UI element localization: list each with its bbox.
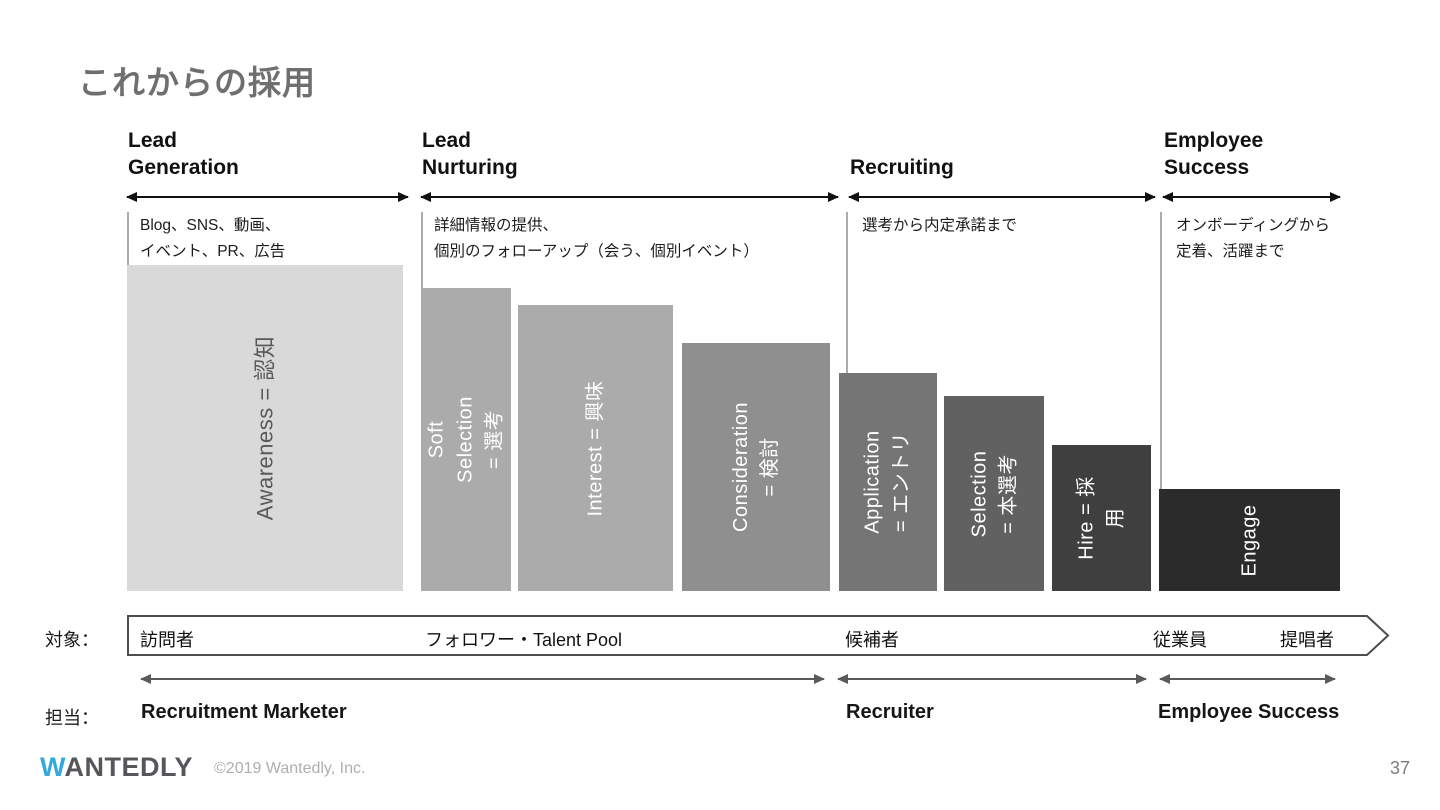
- target-item-visitor: 訪問者: [140, 630, 194, 650]
- wantedly-logo-w: W: [40, 752, 65, 782]
- funnel-bar-8: Engage: [1159, 489, 1340, 591]
- funnel-bar-1: Awareness = 認知: [127, 265, 403, 591]
- phase-lead-generation: Lead Generation Blog、SNS、動画、 イベント、PR、広告: [126, 120, 409, 285]
- owner-range-arrow: [1159, 674, 1336, 684]
- copyright: ©2019 Wantedly, Inc.: [214, 760, 366, 777]
- phase-description: 選考から内定承諾まで: [862, 217, 1018, 234]
- phase-title-lead-generation: Lead Generation: [128, 128, 239, 180]
- funnel-bar-4: Consideration = 検討: [682, 343, 830, 591]
- target-row-label: 対象：: [45, 630, 99, 650]
- phase-range-arrow: [126, 192, 409, 202]
- funnel-bar-label: Soft Selection = 選考: [425, 396, 506, 483]
- funnel-bar-label: Hire = 採用: [1075, 476, 1127, 560]
- funnel-bar-label: Application = エントリ: [862, 430, 913, 534]
- funnel-bar-label: Selection = 本選考: [968, 450, 1019, 537]
- funnel-bar-label: Engage: [1238, 504, 1260, 576]
- owner-recruitment-marketer: Recruitment Marketer: [141, 701, 347, 723]
- funnel-bar-2: Soft Selection = 選考: [421, 288, 511, 591]
- funnel-bar-label: Awareness = 認知: [252, 335, 278, 521]
- phase-title-recruiting: Recruiting: [850, 156, 954, 180]
- owner-row-label: 担当：: [45, 708, 99, 728]
- wantedly-logo: WANTEDLY: [40, 752, 193, 783]
- phase-description: オンボーディングから 定着、活躍まで: [1176, 217, 1330, 261]
- target-item-advocate: 提唱者: [1280, 630, 1334, 650]
- target-band-arrow-shape: [127, 615, 1390, 656]
- wantedly-logo-rest: ANTEDLY: [64, 752, 194, 782]
- section-divider: [1160, 212, 1162, 591]
- phase-description: Blog、SNS、動画、 イベント、PR、広告: [140, 217, 286, 261]
- target-item-follower: フォロワー・Talent Pool: [425, 630, 623, 650]
- phase-range-arrow: [848, 192, 1156, 202]
- funnel-bar-3: Interest = 興味: [518, 305, 673, 591]
- phase-lead-nurturing: Lead Nurturing 詳細情報の提供、 個別のフォローアップ（会う、個別…: [420, 120, 839, 285]
- page-title: これからの採用: [78, 64, 316, 101]
- owner-employee-success: Employee Success: [1158, 701, 1340, 723]
- page-number: 37: [1389, 758, 1410, 778]
- phase-title-lead-nurturing: Lead Nurturing: [422, 128, 518, 180]
- phase-range-arrow: [1162, 192, 1341, 202]
- phase-range-arrow: [420, 192, 839, 202]
- owner-range-arrow: [837, 674, 1147, 684]
- target-band: 訪問者 フォロワー・Talent Pool 候補者 従業員 提唱者: [127, 615, 1390, 656]
- phase-recruiting: Recruiting 選考から内定承諾まで: [848, 120, 1156, 285]
- owner-range-arrow: [140, 674, 825, 684]
- funnel-bar-5: Application = エントリ: [839, 373, 937, 591]
- funnel-bar-label: Interest = 興味: [584, 380, 606, 516]
- target-item-candidate: 候補者: [845, 630, 899, 650]
- phase-title-employee-success: Employee Success: [1164, 128, 1264, 180]
- owner-recruiter: Recruiter: [846, 701, 934, 723]
- funnel-bar-6: Selection = 本選考: [944, 396, 1044, 591]
- funnel-bar-label: Consideration = 検討: [729, 402, 781, 532]
- phase-description: 詳細情報の提供、 個別のフォローアップ（会う、個別イベント）: [434, 217, 759, 261]
- funnel-bar-7: Hire = 採用: [1052, 445, 1151, 591]
- target-item-employee: 従業員: [1153, 630, 1207, 650]
- phase-employee-success: Employee Success オンボーディングから 定着、活躍まで: [1162, 120, 1341, 285]
